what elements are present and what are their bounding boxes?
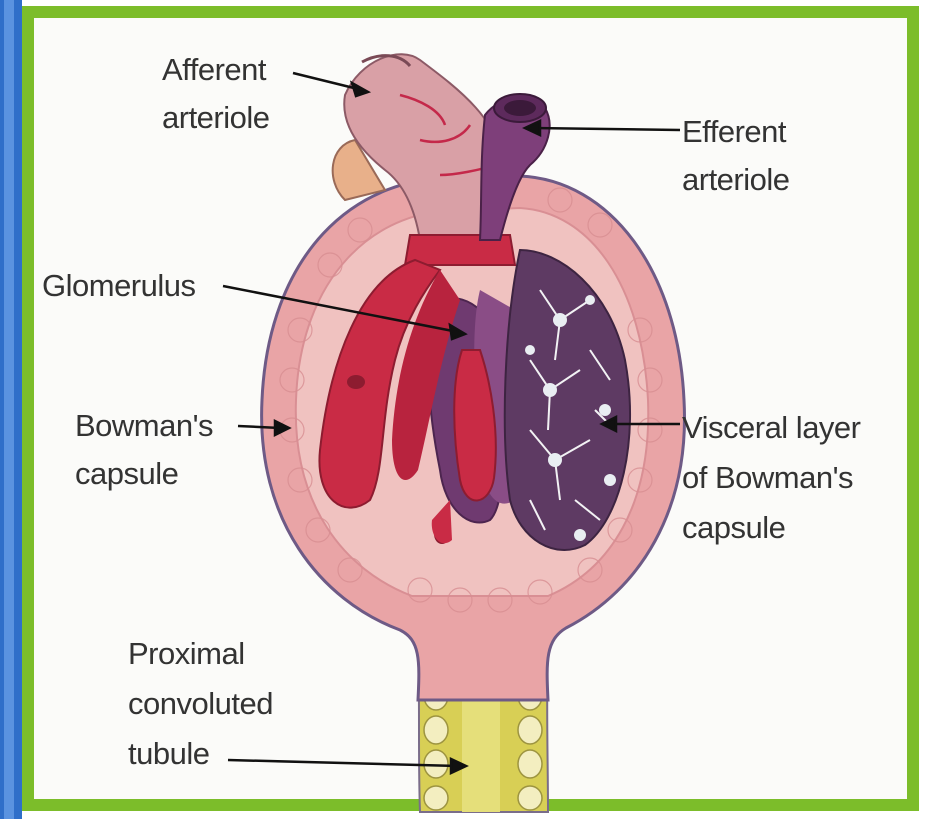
bowmans-capsule-label-line1: Bowman's <box>75 408 213 444</box>
efferent-pointer-line <box>532 128 680 130</box>
afferent-label-line2: arteriole <box>162 100 270 136</box>
visceral-layer-label-line2: of Bowman's <box>682 460 853 496</box>
visceral-layer-label-line1: Visceral layer <box>682 410 861 446</box>
afferent-label-line1: Afferent <box>162 52 266 88</box>
proximal-tubule-label-line3: tubule <box>128 736 209 772</box>
proximal-tubule-label-line2: convoluted <box>128 686 273 722</box>
bowmans-capsule-label-line2: capsule <box>75 456 178 492</box>
visceral-layer-label-line3: capsule <box>682 510 785 546</box>
efferent-label-line2: arteriole <box>682 162 790 198</box>
efferent-label-line1: Efferent <box>682 114 786 150</box>
glomerulus-label: Glomerulus <box>42 268 196 304</box>
proximal-tubule-label-line1: Proximal <box>128 636 245 672</box>
